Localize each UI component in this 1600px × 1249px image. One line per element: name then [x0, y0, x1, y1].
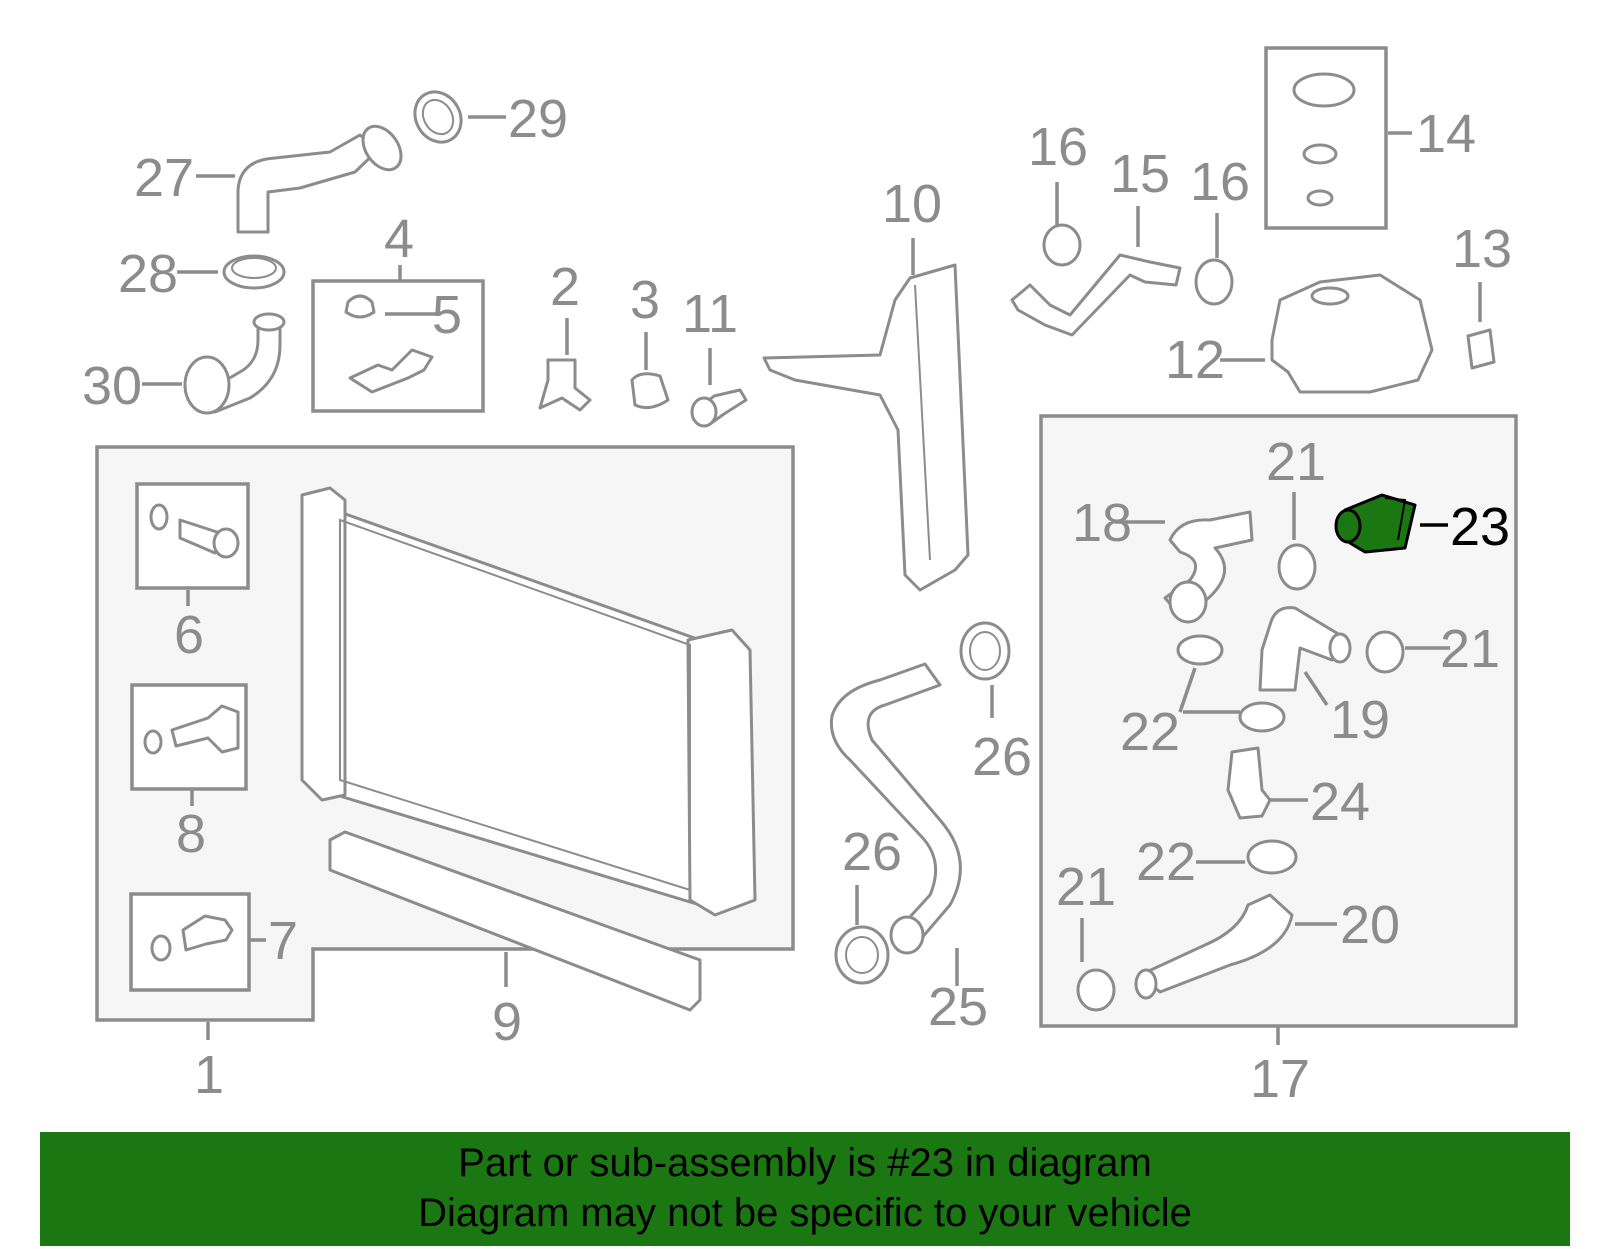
elbow-hose-top	[252, 312, 286, 332]
clamp-16a-part	[1042, 223, 1082, 267]
radiator-right-tank-part	[686, 628, 757, 917]
drain-bolt-6-head	[212, 527, 240, 559]
part-23-highlighted	[1334, 493, 1417, 554]
push-pin-11-head	[690, 396, 718, 428]
fitting-24-part	[1226, 746, 1272, 820]
callout-23: 23	[1450, 497, 1510, 557]
clamp-26a-inner	[969, 631, 1001, 671]
callout-2: 2	[550, 257, 580, 317]
overflow-hose-15-part	[1010, 253, 1182, 337]
callout-19: 19	[1330, 690, 1390, 750]
callout-25: 25	[928, 977, 988, 1037]
callout-27: 27	[134, 148, 194, 208]
reservoir-neck-part	[1310, 286, 1350, 306]
clamp-26a-part	[959, 621, 1011, 681]
callout-16a: 16	[1028, 117, 1088, 177]
radiator-left-tank-part	[300, 486, 347, 802]
clamp-26b-part	[834, 925, 890, 985]
callout-29: 29	[508, 89, 568, 149]
reservoir-cap-part	[1292, 72, 1356, 108]
callout-22b: 22	[1136, 832, 1196, 892]
banner-line-2: Diagram may not be specific to your vehi…	[418, 1191, 1192, 1235]
callout-3: 3	[630, 270, 660, 330]
callout-17: 17	[1250, 1049, 1310, 1109]
sensor-13-part	[1466, 328, 1496, 370]
callout-6: 6	[174, 605, 204, 665]
oring-8-part	[143, 729, 163, 755]
radiator-seal-9-part	[328, 830, 702, 1012]
oring-7-part	[150, 934, 172, 962]
callout-12: 12	[1165, 330, 1225, 390]
callout-4: 4	[384, 209, 414, 269]
callout-7: 7	[268, 911, 298, 971]
callout-labels: 1 2 3 4 5 6 7 8 9 10 11 12 13 14 15 16 1…	[82, 89, 1512, 1109]
callout-10: 10	[882, 174, 942, 234]
radiator-core-inner	[339, 518, 691, 892]
cap-oring-part	[1306, 189, 1334, 207]
bracket-2-part	[538, 358, 592, 412]
air-baffle-10-part	[762, 263, 970, 592]
banner-line-1: Part or sub-assembly is #23 in diagram	[458, 1141, 1152, 1185]
air-baffle-10-rib	[914, 284, 931, 561]
callout-5: 5	[432, 285, 462, 345]
push-clip-5-part	[344, 294, 376, 319]
callout-21c: 21	[1056, 857, 1116, 917]
tee-fitting-19-end	[1328, 632, 1352, 664]
callout-26a: 26	[972, 727, 1032, 787]
callout-22a: 22	[1120, 702, 1180, 762]
hose-20-end	[1134, 968, 1158, 1000]
hose-18-end	[1168, 580, 1208, 624]
tee-fitting-19-part	[1258, 606, 1342, 692]
hose-clamp-29-inner	[421, 98, 455, 136]
callout-16b: 16	[1190, 152, 1250, 212]
plug-7-part	[181, 914, 234, 952]
coolant-reservoir-12-part	[1270, 273, 1434, 394]
bracket-kit-box	[311, 279, 485, 413]
cap-seal-part	[1302, 143, 1338, 165]
clamp-22b-part	[1238, 701, 1286, 733]
callout-8: 8	[176, 804, 206, 864]
clamp-21c-part	[1076, 968, 1116, 1012]
clamp-21a-part	[1277, 543, 1317, 591]
callout-21b: 21	[1440, 619, 1500, 679]
leader-lines	[142, 115, 1482, 1045]
callout-13: 13	[1452, 219, 1512, 279]
hose-clamp-29-part	[413, 90, 463, 144]
callout-20: 20	[1340, 895, 1400, 955]
lower-hose-25-end	[889, 915, 925, 955]
clamp-22c-part	[1246, 839, 1298, 875]
hose-clamp-28-inner	[231, 257, 277, 279]
callout-1: 1	[194, 1045, 224, 1105]
callout-18: 18	[1072, 493, 1132, 553]
drain-valve-8-part	[170, 704, 240, 754]
callout-26b: 26	[842, 822, 902, 882]
callout-24: 24	[1310, 772, 1370, 832]
hose-20-part	[1138, 893, 1294, 994]
callout-28: 28	[118, 244, 178, 304]
upper-hose-part	[236, 133, 380, 234]
upper-hose-end-part	[361, 124, 403, 172]
hose-clamp-28-part	[222, 254, 286, 290]
washer-6-part	[149, 503, 169, 531]
callout-15: 15	[1110, 144, 1170, 204]
callout-14: 14	[1416, 104, 1476, 164]
clamp-16b-part	[1194, 258, 1234, 306]
clamp-22a-part	[1176, 634, 1224, 666]
insulator-3-part	[630, 372, 670, 410]
lower-hose-25-part	[829, 662, 962, 942]
elbow-hose-opening	[183, 355, 231, 415]
callout-11: 11	[682, 284, 738, 344]
callout-30: 30	[82, 356, 142, 416]
notice-banner: Part or sub-assembly is #23 in diagram D…	[40, 1132, 1570, 1246]
callout-9: 9	[492, 992, 522, 1052]
clamp-26b-inner	[845, 936, 879, 974]
bracket-plate-part	[348, 348, 434, 394]
clamp-21b-part	[1365, 630, 1405, 674]
callout-21a: 21	[1266, 432, 1326, 492]
